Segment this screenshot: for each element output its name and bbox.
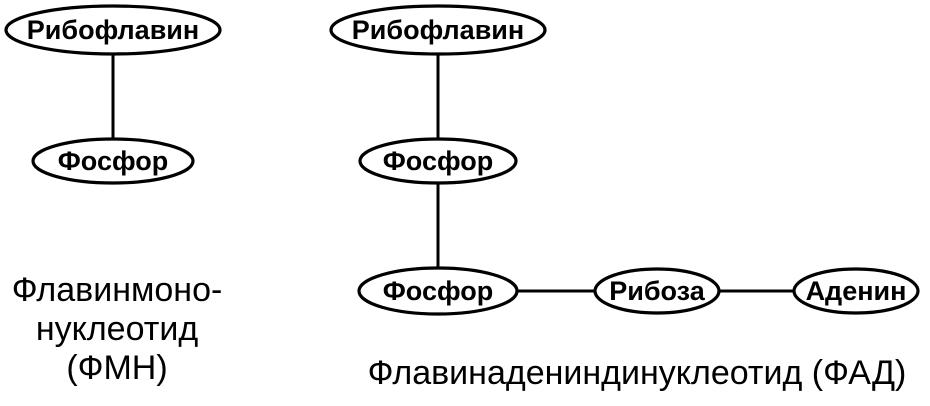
fad-phosphate-label-2: Фосфор bbox=[383, 276, 493, 306]
fad-phosphate-ellipse-2 bbox=[357, 266, 519, 316]
fmn-caption-line2: нуклеотид bbox=[36, 310, 199, 348]
fad-adenine-ellipse bbox=[792, 267, 920, 315]
fad-phosphate-node-2: Фосфор bbox=[357, 266, 519, 316]
fad-riboflavin-node: Рибофлавин bbox=[329, 4, 547, 56]
fad-phosphate-node-1: Фосфор bbox=[358, 137, 518, 185]
fmn-caption-line1: Флавинмоно- bbox=[12, 271, 223, 309]
fmn-phosphate-label: Фосфор bbox=[58, 146, 168, 176]
fmn-group: Рибофлавин Фосфор Флавинмоно- нуклеотид … bbox=[4, 4, 223, 387]
fad-riboflavin-ellipse bbox=[329, 4, 547, 56]
fad-adenine-label: Аденин bbox=[806, 276, 907, 306]
fad-group: Рибофлавин Фосфор Фосфор Рибоза Аденин Ф… bbox=[329, 4, 920, 392]
fad-caption: Флавинадениндинуклеотид (ФАД) bbox=[368, 354, 907, 392]
fmn-caption-line3: (ФМН) bbox=[66, 349, 167, 387]
fad-phosphate-label-1: Фосфор bbox=[383, 146, 493, 176]
fad-ribose-label: Рибоза bbox=[609, 276, 705, 306]
fmn-riboflavin-ellipse bbox=[4, 4, 222, 56]
fad-ribose-node: Рибоза bbox=[593, 267, 721, 315]
fad-riboflavin-label: Рибофлавин bbox=[352, 15, 524, 45]
fad-ribose-ellipse bbox=[593, 267, 721, 315]
fmn-phosphate-node: Фосфор bbox=[31, 137, 195, 185]
fmn-phosphate-ellipse bbox=[31, 137, 195, 185]
fmn-caption: Флавинмоно- нуклеотид (ФМН) bbox=[12, 271, 223, 387]
fmn-riboflavin-node: Рибофлавин bbox=[4, 4, 222, 56]
fad-adenine-node: Аденин bbox=[792, 267, 920, 315]
fmn-riboflavin-label: Рибофлавин bbox=[27, 15, 199, 45]
fad-phosphate-ellipse-1 bbox=[358, 137, 518, 185]
